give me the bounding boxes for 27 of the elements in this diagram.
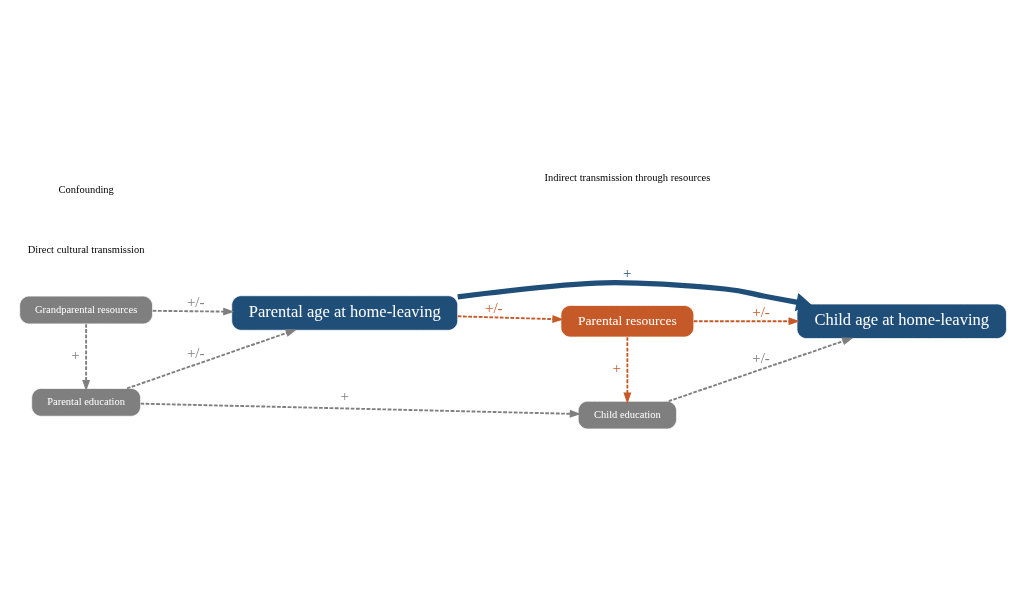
label: Indirect transmission through resources <box>544 171 711 183</box>
node-box: Child age at home-leaving <box>796 303 1007 339</box>
edge-label: + <box>340 387 349 404</box>
arrow <box>667 337 854 403</box>
edge-label: + <box>612 359 622 376</box>
edge-label: + <box>71 346 80 363</box>
node-box: Parental education <box>31 388 141 417</box>
edge-label: +/- <box>186 345 205 362</box>
node-box: Parental age at home-leaving <box>231 295 459 331</box>
edge-label: +/- <box>186 294 205 311</box>
arrow <box>623 336 632 404</box>
label: Confounding <box>58 183 114 195</box>
edge-label: +/- <box>752 350 770 367</box>
edge-label: + <box>623 265 632 282</box>
label: Direct cultural transmission <box>27 243 145 255</box>
node-box: Child education <box>577 400 677 430</box>
node-box: Parental resources <box>560 305 695 338</box>
node-box: Grandparental resources <box>19 295 153 325</box>
edge-label: +/- <box>484 300 503 317</box>
arrow <box>457 280 812 312</box>
arrow <box>126 329 297 390</box>
arrow <box>151 307 235 316</box>
arrow <box>456 315 564 324</box>
edge-label: +/- <box>752 303 770 320</box>
arrow <box>82 323 91 392</box>
arrow <box>692 317 800 326</box>
arrow <box>139 402 582 418</box>
